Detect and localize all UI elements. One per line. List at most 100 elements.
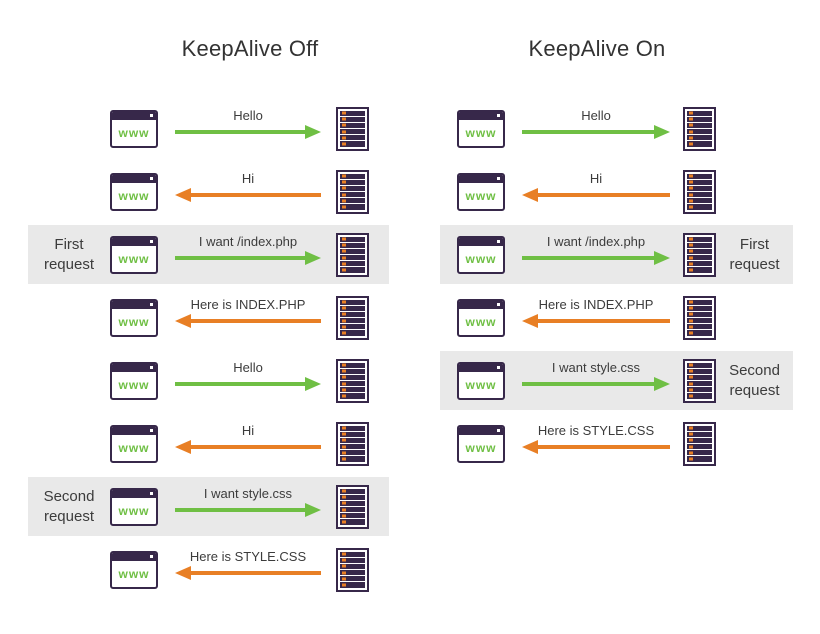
exchange-row-keepalive-on-5: www I want style.css Second request — [440, 349, 793, 412]
server-slot — [687, 444, 712, 450]
server-slot — [687, 242, 712, 248]
exchange-row-keepalive-off-1: www Hello — [28, 97, 389, 160]
message-zone: I want /index.php — [505, 234, 683, 265]
browser-window-icon: www — [457, 298, 505, 337]
server-slot — [687, 129, 712, 135]
browser-client: www — [457, 109, 505, 148]
arrow-right-icon — [175, 251, 321, 265]
browser-client: www — [457, 172, 505, 211]
server-slot — [340, 116, 365, 122]
browser-window-icon: www — [110, 550, 158, 589]
server-icon — [336, 358, 369, 403]
server-slot — [340, 444, 365, 450]
server-slot — [340, 362, 365, 368]
browser-titlebar — [459, 111, 503, 120]
server-slot — [340, 393, 365, 399]
browser-titlebar — [112, 426, 156, 435]
browser-window-icon: www — [110, 235, 158, 274]
browser-titlebar — [459, 363, 503, 372]
server-icon — [336, 484, 369, 529]
server-slot — [340, 488, 365, 494]
server-slot — [340, 141, 365, 147]
message-label: Hi — [241, 171, 255, 186]
arrow-right-icon — [175, 125, 321, 139]
server-slot — [340, 500, 365, 507]
browser-titlebar-dot-icon — [150, 428, 153, 432]
browser-titlebar — [459, 174, 503, 183]
browser-titlebar-dot-icon — [497, 428, 500, 432]
arrowhead-right-icon — [654, 251, 670, 265]
server-slot — [340, 179, 365, 185]
arrowhead-left-icon — [522, 314, 538, 328]
message-zone: Here is STYLE.CSS — [158, 549, 336, 580]
arrow-right-icon — [522, 125, 670, 139]
server-slot — [340, 494, 365, 500]
browser-window-icon: www — [110, 487, 158, 526]
server-icon — [336, 547, 369, 592]
server-slot — [687, 110, 712, 116]
www-label: www — [118, 251, 150, 266]
server-slot — [340, 204, 365, 210]
server-slot — [340, 425, 365, 431]
message-label: Here is INDEX.PHP — [538, 297, 654, 312]
arrow-line — [522, 256, 654, 260]
message-label: Here is STYLE.CSS — [189, 549, 307, 564]
browser-window-icon: www — [110, 109, 158, 148]
server-slot — [687, 450, 712, 456]
browser-client: www — [110, 235, 158, 274]
arrowhead-left-icon — [522, 188, 538, 202]
arrowhead-left-icon — [175, 314, 191, 328]
server-slot — [687, 204, 712, 210]
server-slot — [687, 255, 712, 261]
server-slot — [340, 551, 365, 557]
server-slot — [687, 173, 712, 179]
browser-client: www — [110, 550, 158, 589]
server-slot — [340, 450, 365, 456]
server-host — [683, 169, 716, 214]
arrowhead-right-icon — [305, 125, 321, 139]
browser-titlebar — [459, 237, 503, 246]
server-icon — [683, 106, 716, 151]
server-slot — [340, 135, 365, 141]
server-slot — [340, 129, 365, 135]
www-label: www — [118, 188, 150, 203]
server-slot — [340, 324, 365, 330]
www-label: www — [118, 566, 150, 581]
browser-client: www — [457, 298, 505, 337]
message-zone: I want style.css — [505, 360, 683, 391]
www-label: www — [118, 314, 150, 329]
server-slot — [687, 393, 712, 399]
arrowhead-left-icon — [175, 188, 191, 202]
server-host — [336, 232, 389, 277]
server-slot — [687, 425, 712, 431]
arrowhead-right-icon — [654, 377, 670, 391]
server-slot — [340, 387, 365, 393]
arrow-line — [538, 193, 670, 197]
server-slot — [340, 236, 365, 242]
server-icon — [683, 421, 716, 466]
www-label: www — [118, 440, 150, 455]
server-slot — [687, 431, 712, 437]
arrow-line — [538, 319, 670, 323]
browser-titlebar — [112, 552, 156, 561]
browser-window-icon: www — [110, 361, 158, 400]
server-slot — [340, 582, 365, 588]
server-host — [683, 358, 716, 403]
server-slot — [340, 507, 365, 513]
browser-titlebar — [112, 111, 156, 120]
server-host — [336, 547, 389, 592]
server-icon — [336, 169, 369, 214]
browser-titlebar — [459, 300, 503, 309]
browser-titlebar — [459, 426, 503, 435]
message-label: Here is INDEX.PHP — [190, 297, 306, 312]
exchange-row-keepalive-off-8: www Here is STYLE.CSS — [28, 538, 389, 601]
arrowhead-left-icon — [175, 440, 191, 454]
server-host — [336, 421, 389, 466]
server-slot — [340, 519, 365, 525]
server-slot — [340, 368, 365, 374]
browser-titlebar-dot-icon — [150, 491, 153, 495]
server-slot — [340, 330, 365, 336]
message-label: Hi — [241, 423, 255, 438]
arrow-left-icon — [522, 188, 670, 202]
